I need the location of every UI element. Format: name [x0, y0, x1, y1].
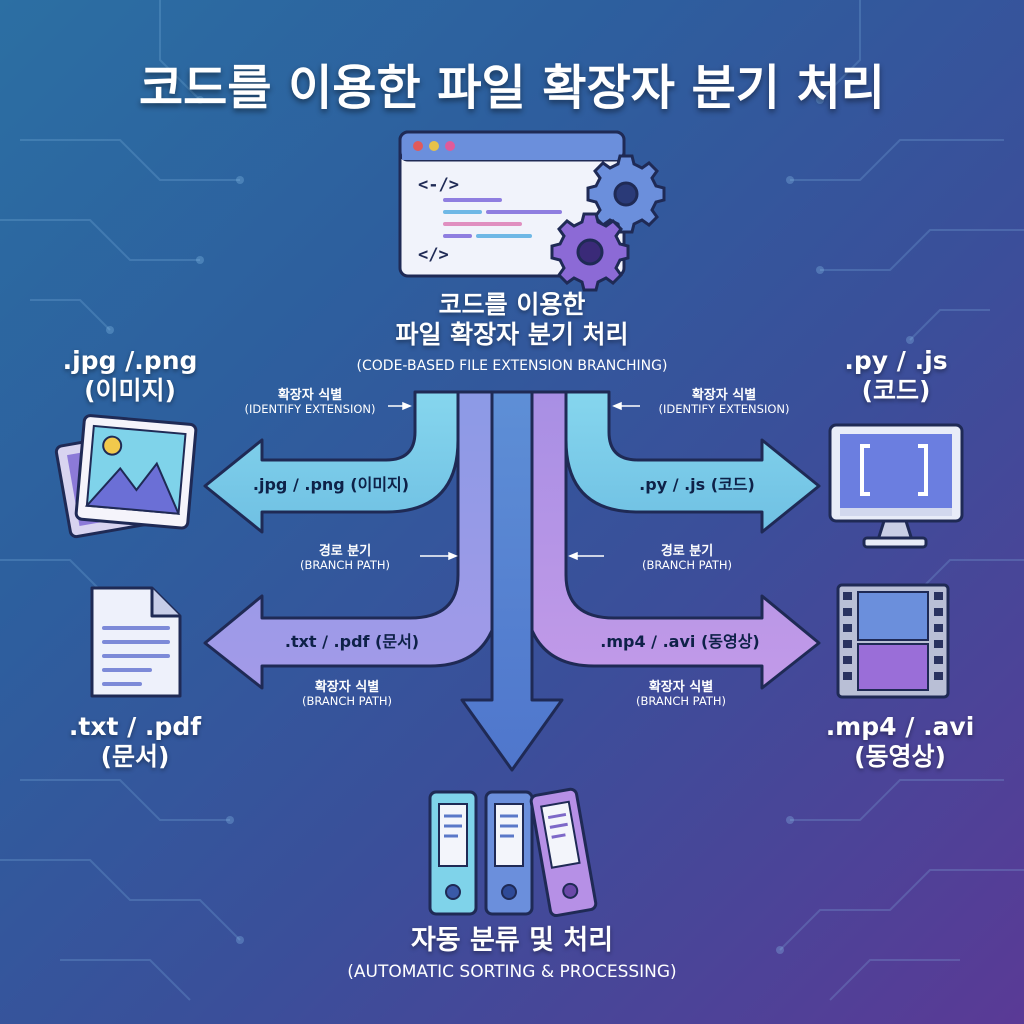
- code-label: .py / .js (코드): [806, 346, 986, 405]
- gear-icon: [550, 212, 630, 292]
- annotation-mid-left-en: (BRANCH PATH): [299, 558, 391, 573]
- annotation-top-right-en: (IDENTIFY EXTENSION): [658, 402, 790, 417]
- binder-icon: [484, 790, 534, 916]
- annotation-bot-left-kr: 확장자 식별: [314, 680, 380, 695]
- doc-label: .txt / .pdf (문서): [40, 712, 230, 771]
- image-label-ext: .jpg /.png: [62, 346, 198, 375]
- code-label-kind: (코드): [861, 375, 931, 405]
- arrow-down: [460, 390, 564, 772]
- arrow-code-text: .py / .js (코드): [639, 475, 755, 494]
- monitor-icon: [828, 423, 964, 549]
- code-tag-bottom: </>: [418, 245, 449, 265]
- code-label-ext: .py / .js: [844, 346, 948, 375]
- annotation-mid-left: 경로 분기 (BRANCH PATH): [270, 544, 420, 573]
- photo-stack-icon: [54, 414, 198, 539]
- annotation-top-left-kr: 확장자 식별: [277, 388, 343, 403]
- code-tag-top: <-/>: [418, 175, 459, 195]
- bottom-title: 자동 분류 및 처리: [410, 925, 614, 956]
- annotation-top-right-kr: 확장자 식별: [691, 388, 757, 403]
- arrow-images-text: .jpg / .png (이미지): [252, 475, 410, 494]
- annotation-bot-left-en: (BRANCH PATH): [301, 694, 393, 709]
- annotation-mid-left-kr: 경로 분기: [318, 544, 372, 559]
- arrow-to-code: [564, 390, 821, 534]
- arrow-docs-text: .txt / .pdf (문서): [284, 632, 420, 651]
- page-title: 코드를 이용한 파일 확장자 분기 처리: [139, 60, 885, 116]
- annotation-bot-left: 확장자 식별 (BRANCH PATH): [272, 680, 422, 709]
- video-label-ext: .mp4 / .avi: [825, 712, 975, 741]
- annotation-top-left: 확장자 식별 (IDENTIFY EXTENSION): [220, 388, 400, 417]
- center-title-line1: 코드를 이용한: [438, 290, 586, 319]
- film-strip-icon: [836, 583, 950, 699]
- bottom-subtitle: (AUTOMATIC SORTING & PROCESSING): [347, 962, 677, 982]
- annotation-bot-right-kr: 확장자 식별: [648, 680, 714, 695]
- binder-icon: [529, 787, 598, 918]
- gear-icon: [586, 154, 666, 234]
- annotation-mid-right: 경로 분기 (BRANCH PATH): [612, 544, 762, 573]
- center-title-line2: 파일 확장자 분기 처리: [395, 319, 629, 349]
- video-label: .mp4 / .avi (동영상): [800, 712, 1000, 771]
- center-subtitle: (CODE-BASED FILE EXTENSION BRANCHING): [356, 358, 668, 374]
- arrow-to-images: [203, 390, 460, 534]
- annotation-mid-right-kr: 경로 분기: [660, 544, 714, 559]
- annotation-mid-right-en: (BRANCH PATH): [641, 558, 733, 573]
- video-label-kind: (동영상): [854, 741, 946, 771]
- doc-label-kind: (문서): [100, 741, 170, 771]
- doc-label-ext: .txt / .pdf: [68, 712, 202, 741]
- annotation-top-left-en: (IDENTIFY EXTENSION): [244, 402, 376, 417]
- center-title: 코드를 이용한 파일 확장자 분기 처리: [312, 290, 712, 349]
- image-label: .jpg /.png (이미지): [40, 346, 220, 405]
- document-icon: [90, 586, 182, 698]
- annotation-bot-right-en: (BRANCH PATH): [635, 694, 727, 709]
- annotation-bot-right: 확장자 식별 (BRANCH PATH): [606, 680, 756, 709]
- arrow-video-text: .mp4 / .avi (동영상): [600, 632, 760, 651]
- binder-icon: [428, 790, 478, 916]
- image-label-kind: (이미지): [84, 375, 176, 405]
- annotation-top-right: 확장자 식별 (IDENTIFY EXTENSION): [634, 388, 814, 417]
